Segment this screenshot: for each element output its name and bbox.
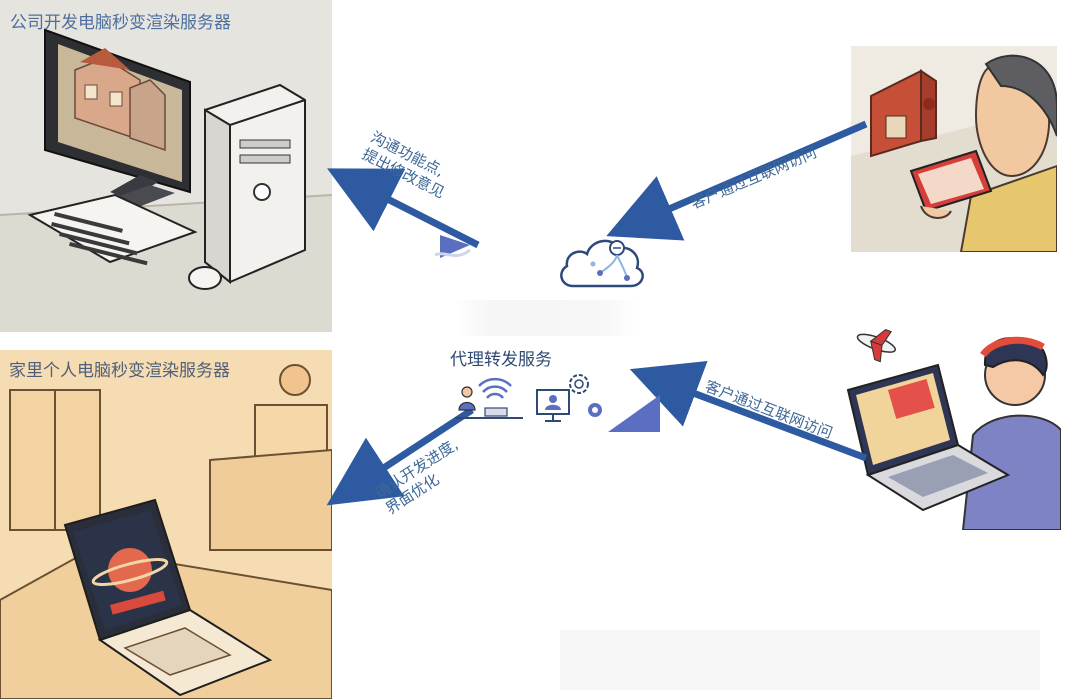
proxy-service-label: 代理转发服务	[450, 350, 552, 370]
deco-triangle-bottom	[608, 395, 660, 432]
label-to-office: 沟通功能点, 提出修改意见	[359, 128, 456, 203]
label-to-home: 确认开发进度, 界面优化	[372, 435, 472, 518]
desktop-computer-icon	[0, 0, 332, 332]
home-panel: 家里个人电脑秒变渲染服务器	[0, 350, 332, 699]
blurred-area	[455, 300, 640, 336]
label-from-client-bottom: 客户通过互联网访问	[702, 377, 836, 443]
home-panel-title: 家里个人电脑秒变渲染服务器	[9, 361, 230, 381]
deco-triangle-top	[440, 235, 470, 258]
client-bottom-panel	[843, 305, 1061, 530]
laptop-icon	[0, 350, 332, 699]
cloud-server-icon	[560, 239, 644, 288]
office-panel-title: 公司开发电脑秒变渲染服务器	[10, 13, 231, 33]
gear-icon	[569, 374, 602, 417]
airplane-icon	[843, 305, 1061, 530]
client-top-panel	[851, 46, 1057, 252]
monitor-user-icon	[536, 389, 570, 422]
label-from-client-top: 客户通过互联网访问	[688, 143, 820, 213]
office-panel: 公司开发电脑秒变渲染服务器	[0, 0, 332, 332]
blurred-area-bottom	[560, 630, 1040, 690]
wifi-icon	[455, 377, 523, 419]
arrow-from-client-bottom	[629, 361, 868, 462]
proxy-service-icons	[455, 374, 602, 422]
building-icon	[851, 46, 1057, 252]
